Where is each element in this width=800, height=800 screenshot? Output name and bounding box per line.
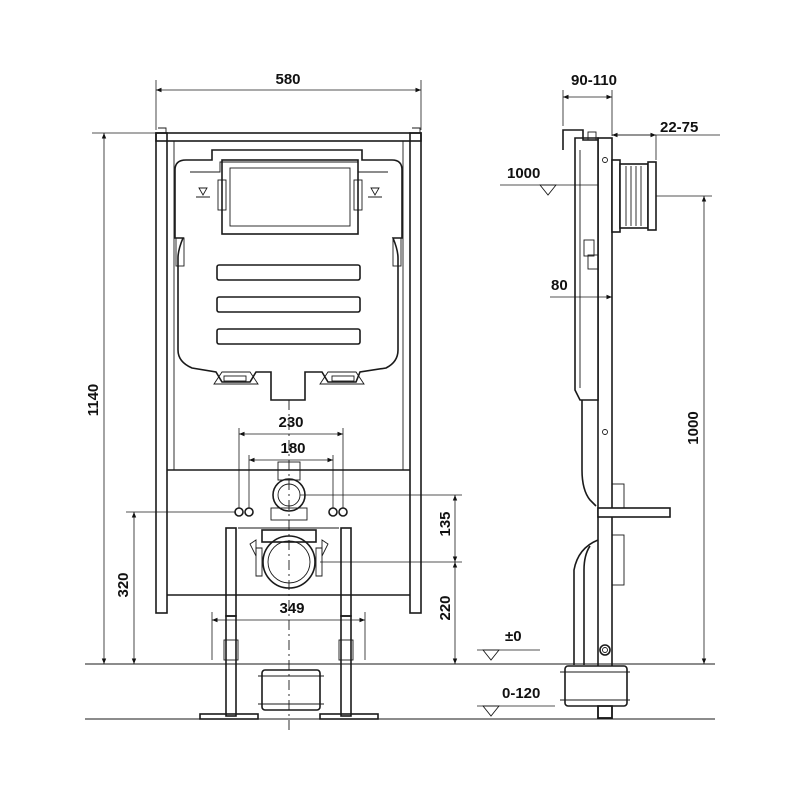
side-view — [560, 129, 671, 719]
dim-label-flush-pipe-depth: 22-75 — [660, 119, 698, 136]
dim-flush-pipe-depth: 22-75 — [612, 119, 720, 160]
level-label-zero: ±0 — [505, 628, 522, 645]
dim-label-inlet-offset: 135 — [437, 511, 454, 536]
dim-bolt-inner: 180 — [248, 440, 334, 508]
dim-label-foot-spacing: 349 — [279, 600, 304, 617]
dim-label-bolt-height: 320 — [115, 572, 132, 597]
dim-label-frame-width: 580 — [275, 71, 300, 88]
level-marker-zero: ±0 — [477, 628, 540, 661]
dim-bolt-height: 320 — [115, 511, 236, 664]
dim-frame-width: 580 — [155, 71, 422, 130]
dim-label-frame-depth: 80 — [551, 277, 568, 294]
dim-label-inlet-height: 1000 — [685, 411, 702, 444]
dim-label-bolt-inner: 180 — [280, 440, 305, 457]
dim-inlet-height: 1000 — [656, 195, 712, 664]
dim-foot-spacing: 349 — [211, 600, 366, 660]
level-label-finished-floor: 0-120 — [502, 685, 540, 702]
level-label-1000: 1000 — [507, 165, 540, 182]
dim-frame-depth: 80 — [550, 277, 612, 300]
dim-wall-depth: 90-110 — [562, 72, 617, 136]
level-marker-1000: 1000 — [500, 165, 598, 196]
dim-frame-height: 1140 — [85, 132, 156, 664]
dim-inlet-offset: 135 — [300, 494, 462, 563]
level-marker-finished-floor: 0-120 — [477, 685, 555, 717]
front-view — [155, 127, 422, 730]
dim-bolt-outer: 230 — [238, 414, 344, 508]
dim-label-outlet-height: 220 — [437, 595, 454, 620]
dim-label-bolt-outer: 230 — [278, 414, 303, 431]
dim-outlet-height: 220 — [437, 562, 458, 664]
dim-label-wall-depth: 90-110 — [571, 72, 617, 89]
dim-label-frame-height: 1140 — [85, 384, 102, 417]
